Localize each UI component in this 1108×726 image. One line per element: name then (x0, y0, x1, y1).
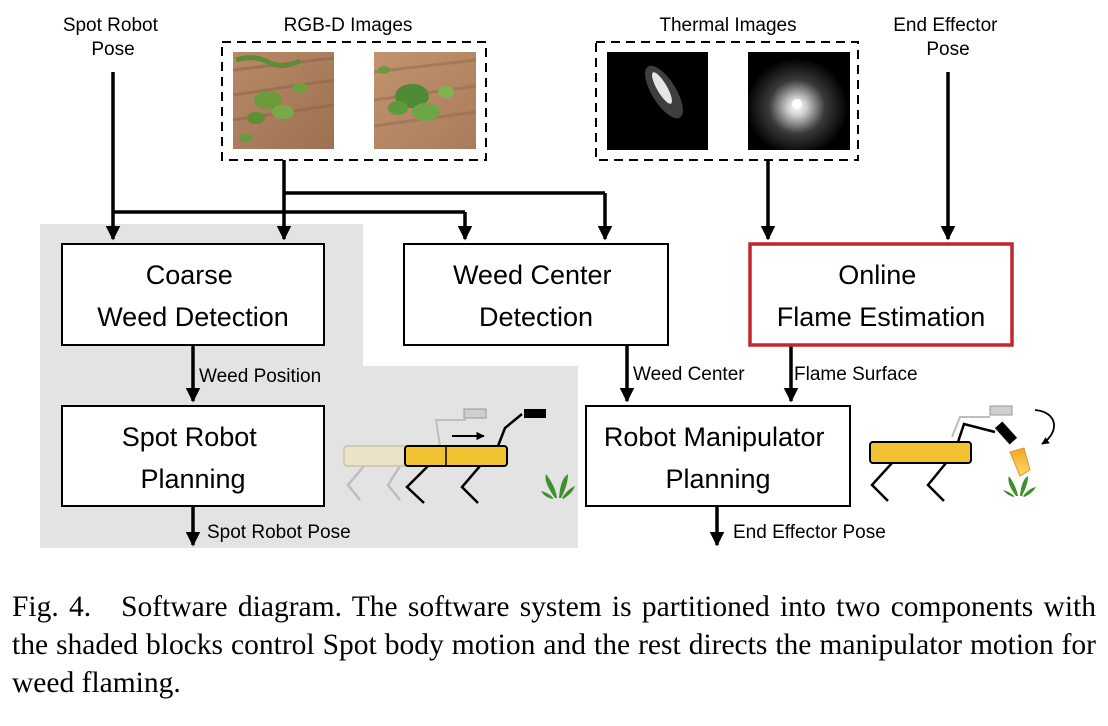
thermal-image-1 (607, 52, 708, 150)
thermal-image-2 (748, 52, 850, 150)
block-spot-robot-planning: Spot Robot Planning (61, 405, 325, 507)
weed-plant-icon-2 (1003, 476, 1036, 497)
thermal-image-group (595, 41, 859, 161)
block-online-flame-estimation: Online Flame Estimation (748, 242, 1014, 347)
software-diagram: Spot Robot Pose RGB-D Images Thermal Ima… (40, 15, 1055, 548)
figure-caption: Fig. 4.Software diagram. The software sy… (12, 588, 1096, 702)
spot-robot-moving-icon (343, 408, 575, 504)
block-weed-center-detection: Weed Center Detection (403, 243, 669, 346)
connectors (105, 72, 956, 547)
caption-text: Software diagram. The software system is… (12, 591, 1096, 699)
edge-label-flame-surface: Flame Surface (794, 364, 918, 385)
svg-text:Spot Robot Planning: Spot Robot Planning (122, 422, 265, 494)
weed-plant-icon (541, 474, 575, 499)
edge-label-spot-robot-pose: Spot Robot Pose (207, 522, 351, 543)
input-label-spot-robot-pose: Spot Robot Pose (63, 15, 163, 60)
svg-text:Online Flame Estimation: Online Flame Estimation (777, 260, 986, 332)
input-label-thermal-images: Thermal Images (659, 15, 796, 36)
rgbd-image-2 (373, 52, 477, 149)
svg-text:Robot Manipulator Planni: Robot Manipulator Planning (604, 422, 832, 494)
rgbd-image-1 (232, 52, 335, 149)
block-coarse-weed-detection: Coarse Weed Detection (61, 243, 325, 346)
robot-manipulator-flaming-icon (869, 405, 1055, 502)
edge-label-end-effector-pose: End Effector Pose (733, 522, 886, 543)
rgbd-image-group (221, 41, 487, 161)
edge-label-weed-position: Weed Position (199, 366, 321, 387)
svg-text:Weed Center Detection: Weed Center Detection (453, 260, 619, 332)
edge-label-weed-center: Weed Center (633, 364, 745, 385)
figure-number: Fig. 4. (12, 591, 92, 623)
svg-text:Coarse Weed Detection: Coarse Weed Detection (97, 260, 289, 332)
input-label-end-effector-pose: End Effector Pose (893, 15, 1003, 60)
input-label-rgbd-images: RGB-D Images (284, 15, 413, 36)
block-robot-manipulator-planning: Robot Manipulator Planning (585, 405, 851, 507)
